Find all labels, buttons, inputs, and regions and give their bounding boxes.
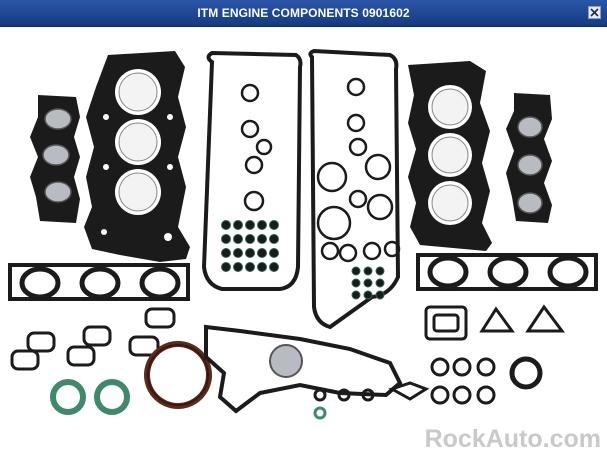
rear-main-seal <box>144 341 212 409</box>
watermark-text: RockAuto.com <box>425 425 601 453</box>
left-head-gasket <box>84 51 190 262</box>
small-gaskets <box>388 304 565 401</box>
close-button[interactable] <box>588 6 601 19</box>
product-photo: RockAuto.com <box>0 27 607 453</box>
right-exhaust-gasket <box>506 93 552 223</box>
title-bar: ITM ENGINE COMPONENTS 0901602 <box>0 0 607 27</box>
o-rings <box>313 356 543 420</box>
valve-stem-seals <box>221 220 385 300</box>
window-title: ITM ENGINE COMPONENTS 0901602 <box>197 6 410 20</box>
port-gaskets <box>10 307 176 371</box>
intake-gaskets <box>8 253 598 301</box>
left-exhaust-gasket <box>30 95 80 223</box>
right-head-gasket <box>408 61 492 251</box>
green-seals <box>50 379 130 415</box>
valve-cover-gaskets <box>201 48 401 330</box>
close-icon <box>590 8 599 17</box>
